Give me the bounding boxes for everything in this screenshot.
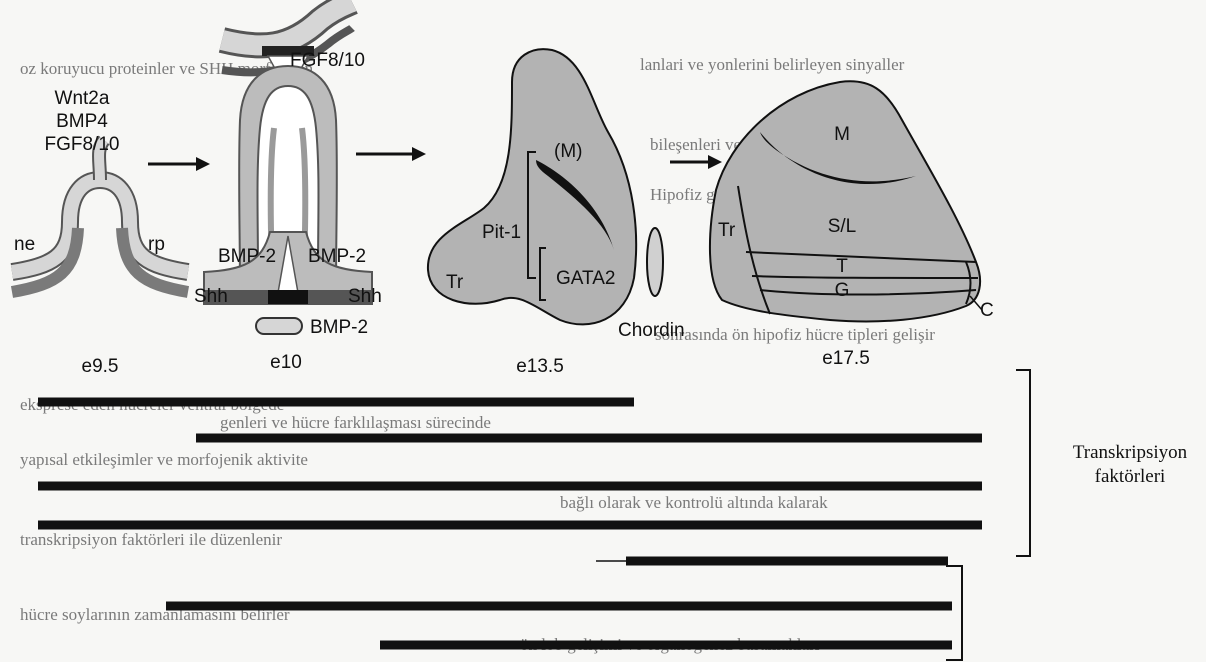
transcription-factor-bracket: [946, 370, 1030, 660]
tr-label: Tr: [446, 272, 464, 293]
bg-line: transkripsiyon faktörleri ile düzenlenir: [20, 530, 282, 549]
stage-e9-5: Wnt2a BMP4 FGF8/10 ne rp e9.5: [12, 88, 188, 377]
shh-right-label: Shh: [348, 286, 382, 307]
chordin-source: [647, 228, 663, 296]
arrow-icon: [148, 157, 210, 171]
stage-label: e10: [270, 352, 302, 373]
pit1-label: Pit-1: [482, 222, 521, 243]
bmp2-bottom-label: BMP-2: [310, 317, 368, 338]
transcription-factors-label: Transkripsiyon: [1073, 442, 1188, 463]
c-label: C: [980, 300, 994, 321]
stage-label: e17.5: [822, 348, 870, 369]
signal-label: BMP4: [56, 111, 108, 132]
bg-line: genleri ve hücre farklılaşması sürecinde: [220, 413, 491, 432]
m-label: (M): [554, 141, 582, 162]
signal-label: FGF8/10: [45, 134, 120, 155]
gata2-label: GATA2: [556, 268, 615, 289]
shh-left-label: Shh: [194, 286, 228, 307]
m-label: M: [834, 124, 850, 145]
t-label: T: [836, 256, 848, 277]
stage-label: e13.5: [516, 356, 564, 377]
tr-label: Tr: [718, 220, 736, 241]
stage-e10: FGF8/10 BMP-2 BMP-2 Shh Shh BMP-2 e10: [194, 2, 382, 373]
bmp2-left-label: BMP-2: [218, 246, 276, 267]
expression-bars: [38, 402, 982, 645]
bg-line: yapısal etkileşimler ve morfojenik aktiv…: [20, 450, 308, 469]
signal-label: Wnt2a: [55, 88, 110, 109]
ne-label: ne: [14, 234, 35, 255]
sl-label: S/L: [828, 216, 857, 237]
stage-label: e9.5: [82, 356, 119, 377]
bmp2-source: [256, 318, 302, 334]
bmp2-right-label: BMP-2: [308, 246, 366, 267]
chordin-label: Chordin: [618, 320, 685, 341]
fgf-label: FGF8/10: [290, 50, 365, 71]
bg-line: sonrasında ön hipofiz hücre tipleri geli…: [655, 325, 935, 344]
stage-e13-5: (M) Pit-1 Tr GATA2 Chordin e13.5: [428, 49, 685, 377]
g-label: G: [835, 280, 850, 301]
arrow-icon: [356, 147, 426, 161]
arrow-icon: [670, 155, 722, 169]
transcription-factors-label: faktörleri: [1095, 466, 1166, 487]
bg-line: bağlı olarak ve kontrolü altında kalarak: [560, 493, 828, 512]
rp-label: rp: [148, 234, 165, 255]
bg-line: lanlari ve yonlerini belirleyen sinyalle…: [640, 55, 905, 74]
